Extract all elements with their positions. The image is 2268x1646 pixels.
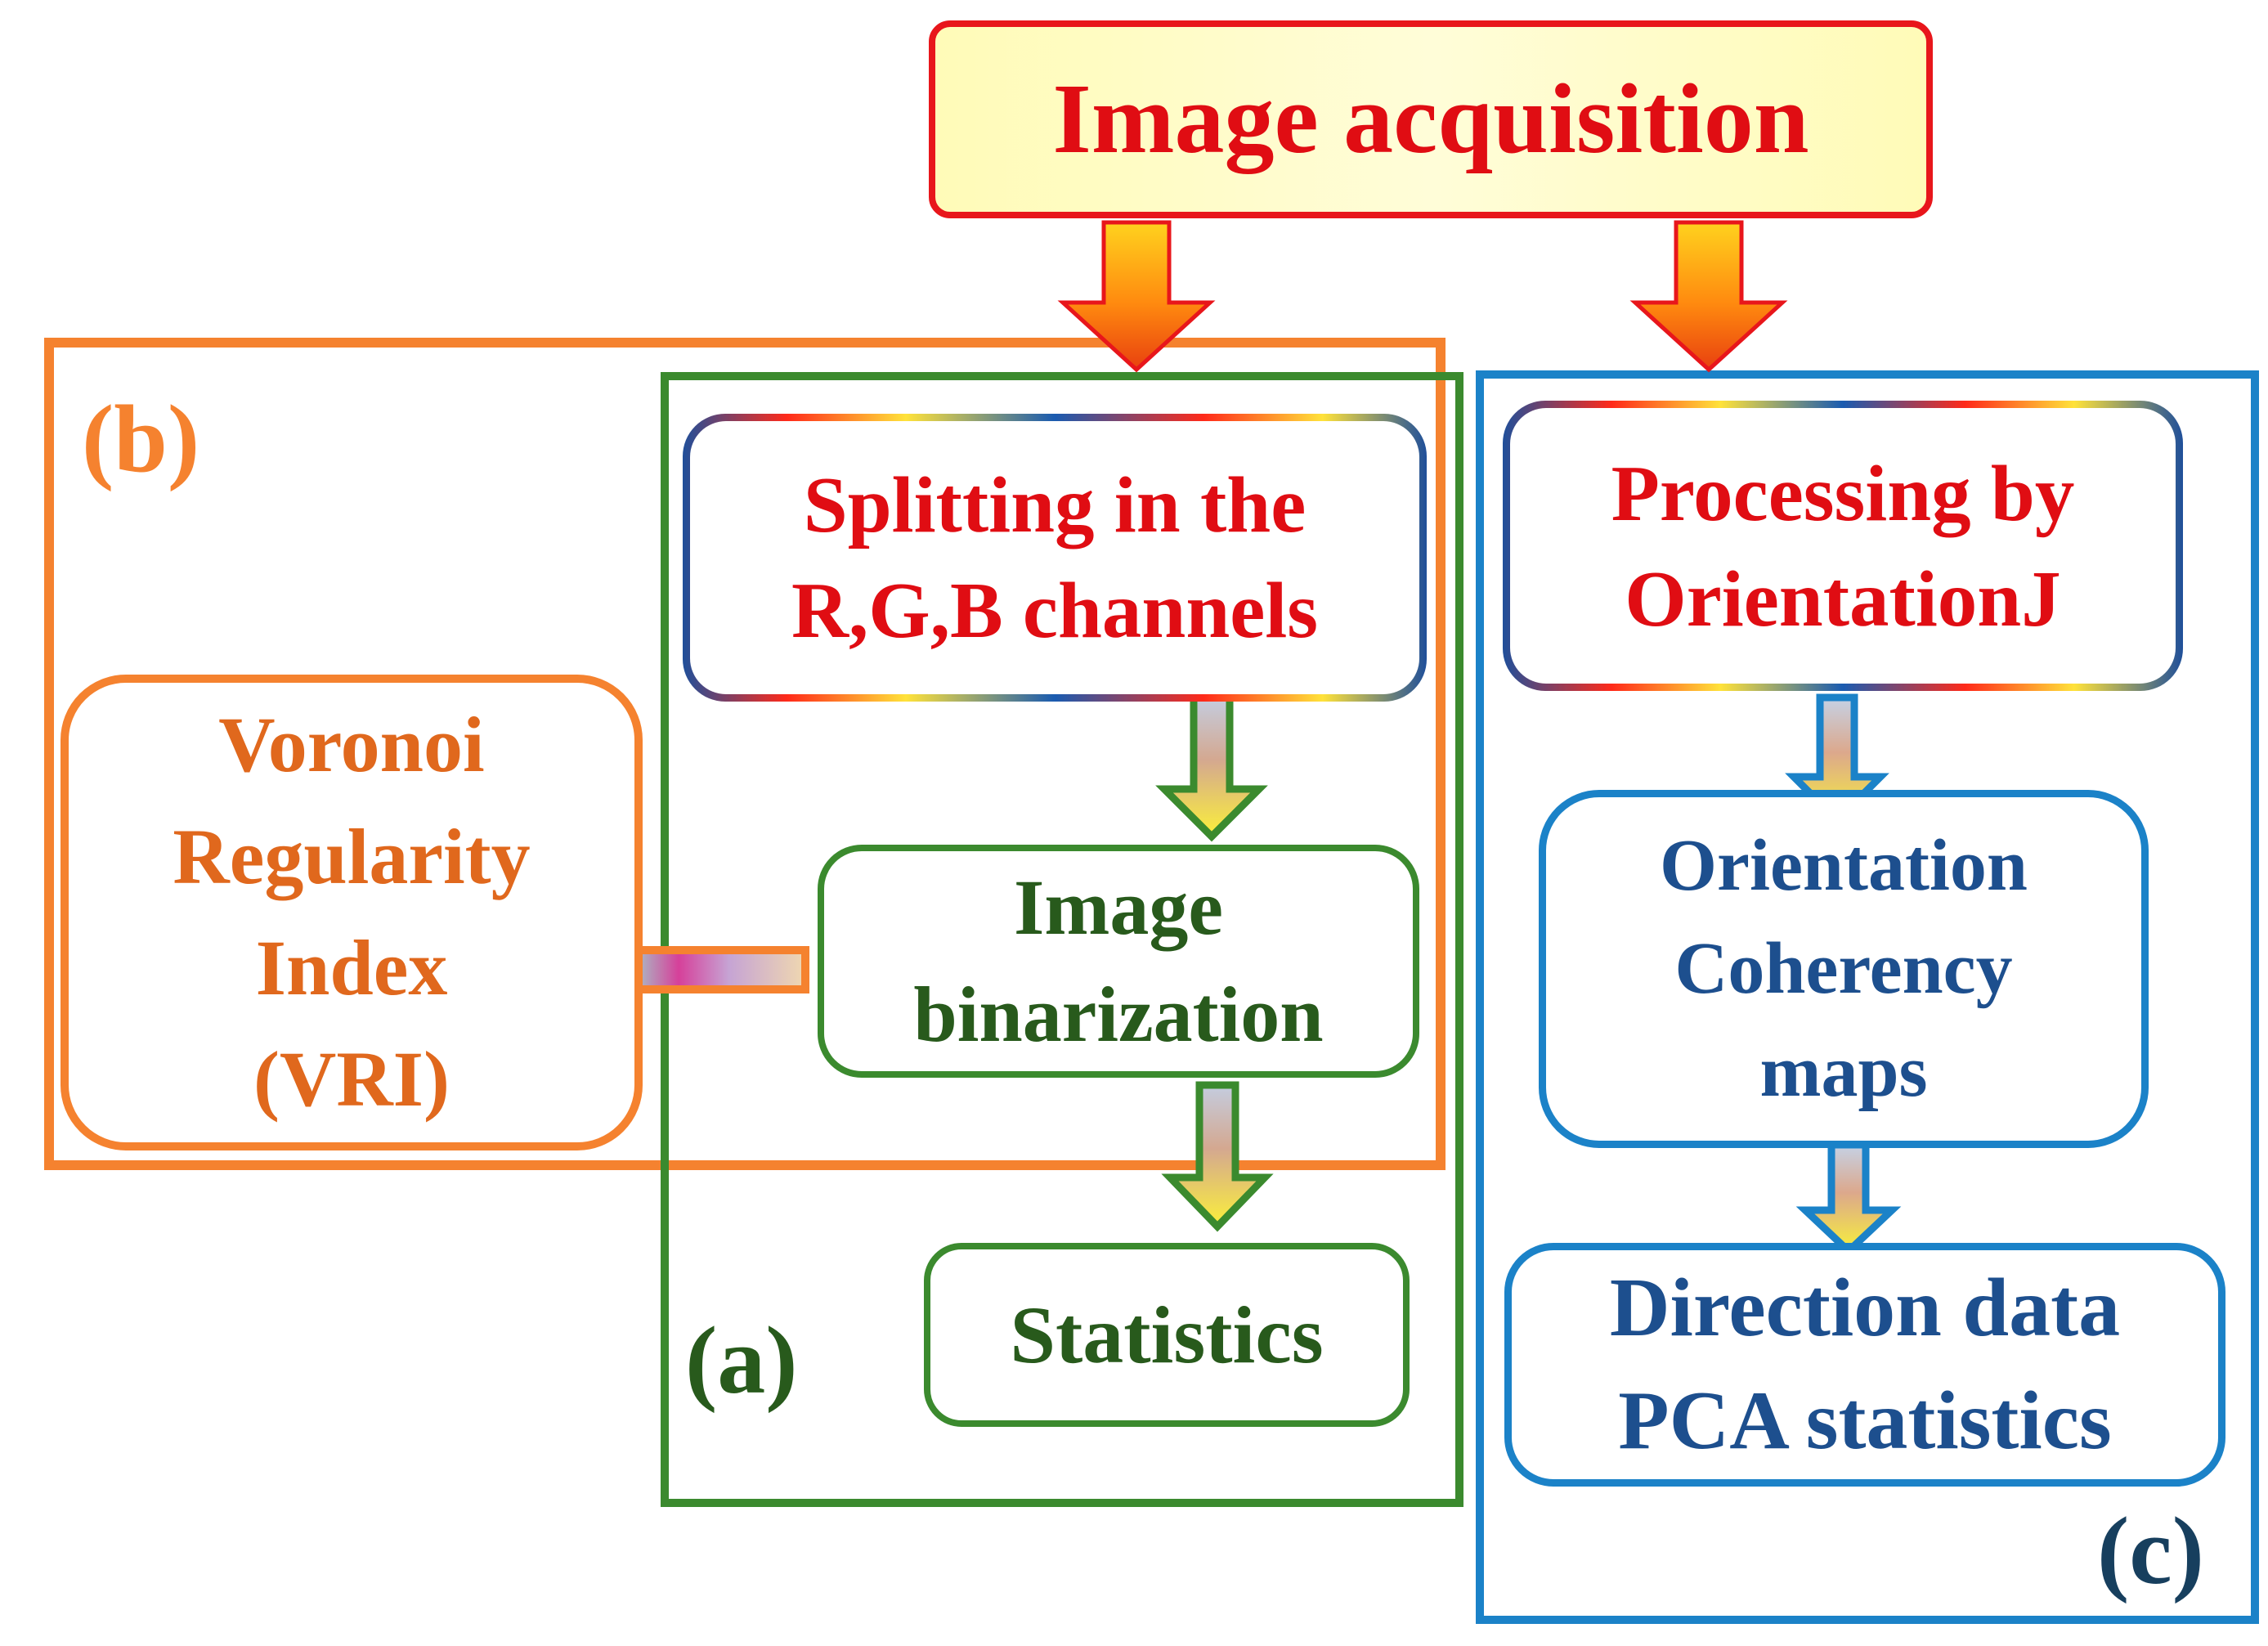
arrow-splitting-to-binarization <box>1155 693 1268 842</box>
frame-a-green <box>661 372 1463 1507</box>
arrow-top-to-splitting <box>1057 220 1216 373</box>
node-splitting: Splitting in the R,G,B channels <box>690 421 1419 694</box>
node-direction-data: Direction data PCA statistics <box>1504 1243 2225 1487</box>
arrow-top-to-processing <box>1629 220 1788 373</box>
label-a: (a) <box>685 1307 798 1414</box>
node-voronoi: Voronoi Regularity Index (VRI) <box>61 675 643 1150</box>
node-orientation-maps: Orientation Coherency maps <box>1539 790 2149 1148</box>
label-c: (c) <box>2097 1497 2204 1604</box>
label-b: (b) <box>82 385 200 492</box>
frame-b-orange <box>44 338 1446 1170</box>
node-processing: Processing by OrientationJ <box>1510 408 2176 684</box>
arrow-orientation-to-direction <box>1795 1141 1902 1257</box>
node-image-binarization: Image binarization <box>818 845 1419 1078</box>
node-image-acquisition: Image acquisition <box>929 20 1933 218</box>
arrow-binarization-to-statistics <box>1161 1081 1274 1232</box>
node-processing-border: Processing by OrientationJ <box>1503 401 2183 691</box>
frame-c-blue <box>1476 370 2259 1624</box>
node-splitting-border: Splitting in the R,G,B channels <box>683 414 1427 702</box>
node-statistics: Statistics <box>924 1243 1410 1427</box>
